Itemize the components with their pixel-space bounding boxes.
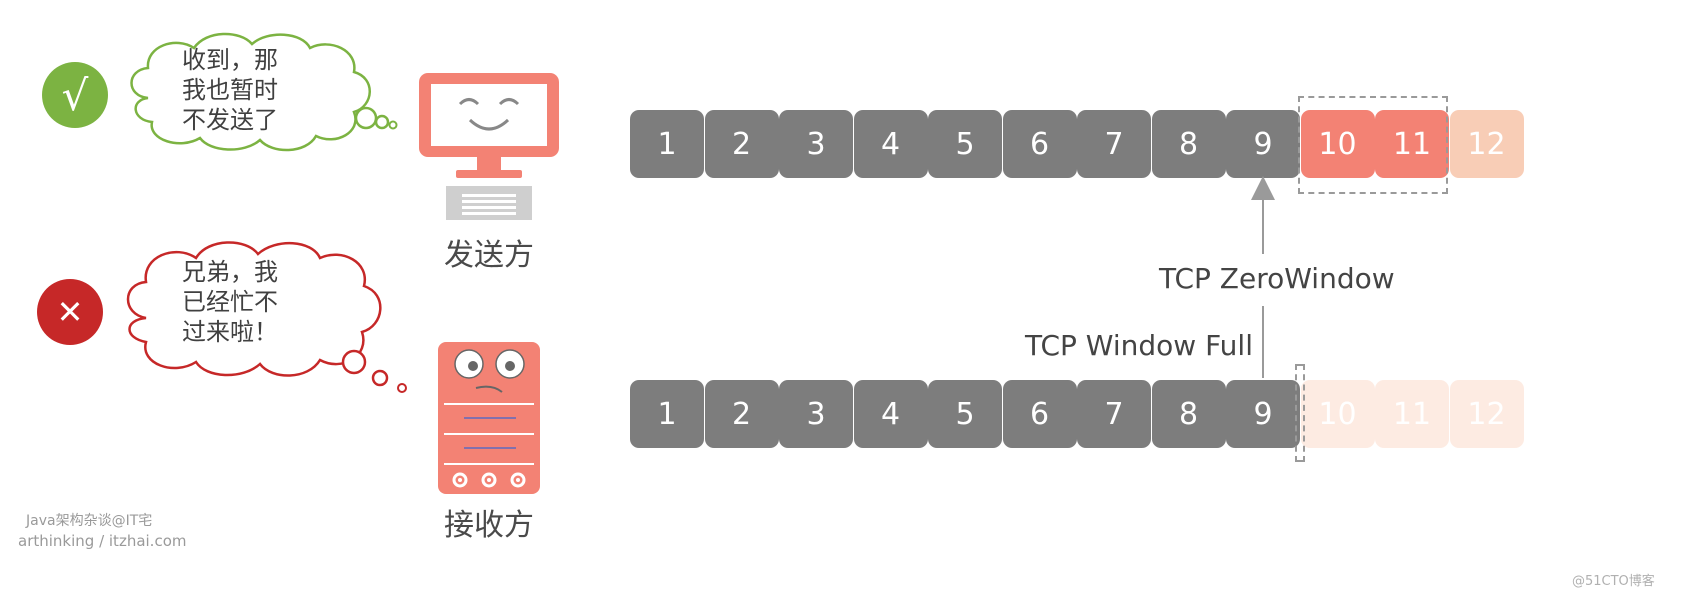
check-icon: √ [61,70,89,120]
top-row-segment-10: 10 [1300,110,1375,178]
top-row-segment-6: 6 [1002,110,1077,178]
top-row-segment-11: 11 [1375,110,1449,178]
sender-thought-bubble [130,32,398,152]
bottom-row-segment-1: 1 [630,380,704,448]
top-window-bracket [1298,96,1448,194]
sender-computer-icon [419,73,559,220]
bottom-row-segment-9: 9 [1226,380,1300,448]
sender-label: 发送方 [444,238,534,273]
sender-thought-text: 收到，那 我也暂时 不发送了 [182,46,278,134]
top-row-segment-3: 3 [779,110,853,178]
top-row-segment-1: 1 [630,110,704,178]
top-row-segment-9: 9 [1226,110,1300,178]
sender-status-badge: √ [42,62,108,128]
receiver-thought-bubble [126,241,407,393]
footer-site: arthinking / itzhai.com [18,532,187,550]
top-row-segment-4: 4 [853,110,928,178]
receiver-status-badge: ✕ [37,279,103,345]
receiver-server-icon [438,342,540,494]
top-row-segment-7: 7 [1077,110,1151,178]
zero-window-arrow [1251,176,1275,378]
bottom-row-segment-4: 4 [853,380,928,448]
bottom-row-segment-7: 7 [1077,380,1151,448]
bottom-row-segment-8: 8 [1151,380,1226,448]
top-row-segment-8: 8 [1151,110,1226,178]
bottom-row-segment-12: 12 [1449,380,1524,448]
bottom-row-segment-5: 5 [928,380,1002,448]
top-row-segment-5: 5 [928,110,1002,178]
bottom-row-segment-11: 11 [1375,380,1449,448]
footer-brand: Java架构杂谈@IT宅 [26,513,153,529]
bottom-row-segment-10: 10 [1300,380,1375,448]
receiver-thought-text: 兄弟，我 已经忙不 过来啦！ [182,258,278,346]
window-full-label: TCP Window Full [1025,329,1253,362]
top-row-segment-2: 2 [704,110,779,178]
zero-window-label: TCP ZeroWindow [1159,262,1395,295]
bottom-row-segment-2: 2 [704,380,779,448]
bottom-row-segment-3: 3 [779,380,853,448]
cross-icon: ✕ [56,293,84,331]
top-row-segment-12: 12 [1449,110,1524,178]
bottom-row-segment-6: 6 [1002,380,1077,448]
bottom-window-bracket [1295,364,1305,462]
receiver-label: 接收方 [444,508,534,543]
watermark: @51CTO博客 [1572,574,1655,589]
